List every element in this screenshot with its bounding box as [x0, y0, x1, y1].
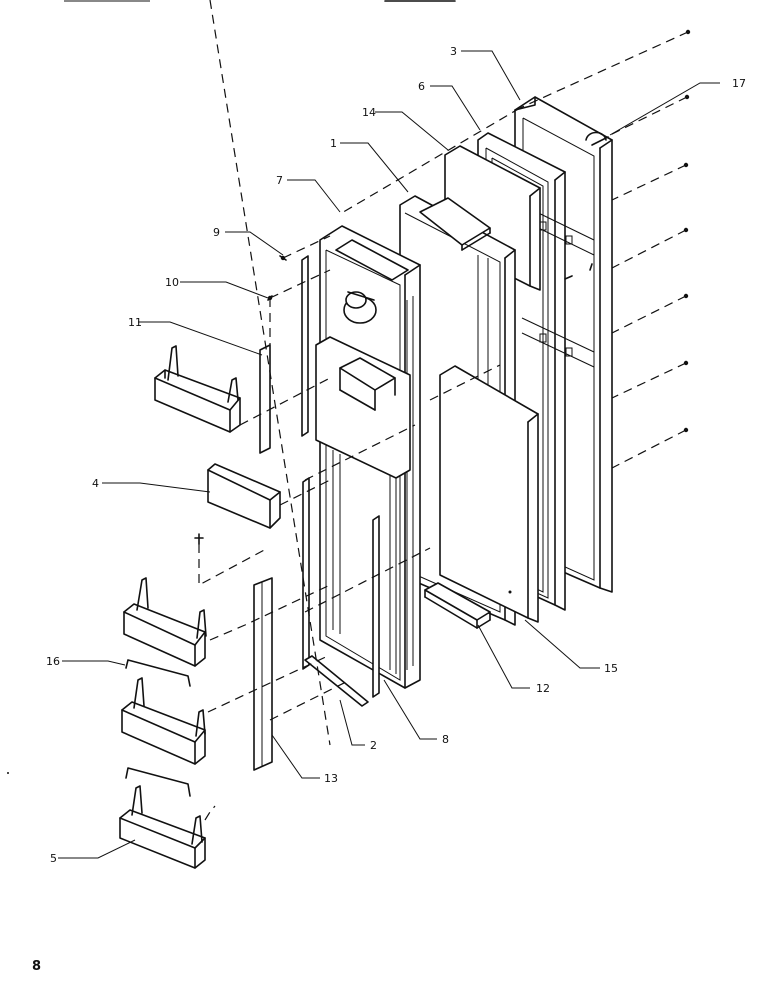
callout-14: 14 — [362, 106, 376, 119]
door-bin-with-rail-16 — [121, 659, 206, 765]
dispenser-housing — [315, 225, 421, 689]
bottom-trim-2 — [304, 655, 369, 707]
door-bin-4 — [207, 463, 281, 529]
callout-labels: 3 17 6 14 1 7 9 10 11 4 16 5 2 8 12 15 1… — [46, 45, 746, 865]
callout-6: 6 — [418, 80, 425, 93]
callout-12: 12 — [536, 682, 550, 695]
callout-7: 7 — [276, 174, 283, 187]
strip-13 — [253, 577, 273, 771]
callout-13: 13 — [324, 772, 338, 785]
top-cover-plate — [419, 197, 491, 251]
door-bin-middle — [123, 577, 207, 667]
page-number: 8 — [32, 959, 41, 974]
assembly-dashed-lines — [198, 0, 689, 821]
scan-speck — [7, 772, 9, 774]
callout-10: 10 — [165, 276, 179, 289]
callout-1: 1 — [330, 137, 337, 150]
callout-4: 4 — [92, 477, 99, 490]
callout-3: 3 — [450, 45, 457, 58]
callout-16: 16 — [46, 655, 60, 668]
door-bin-upper — [154, 345, 241, 433]
leader-lines — [58, 50, 720, 859]
trim-12 — [424, 582, 491, 629]
callout-2: 2 — [370, 739, 377, 752]
callout-11: 11 — [128, 316, 142, 329]
housing-side-rails — [332, 296, 414, 674]
panel-15 — [439, 365, 539, 623]
callout-17: 17 — [732, 77, 746, 90]
callout-8: 8 — [442, 733, 449, 746]
strip-11 — [259, 344, 271, 454]
callout-5: 5 — [50, 852, 57, 865]
door-bin-lower-5 — [119, 767, 206, 869]
callout-15: 15 — [604, 662, 618, 675]
callout-9: 9 — [213, 226, 220, 239]
